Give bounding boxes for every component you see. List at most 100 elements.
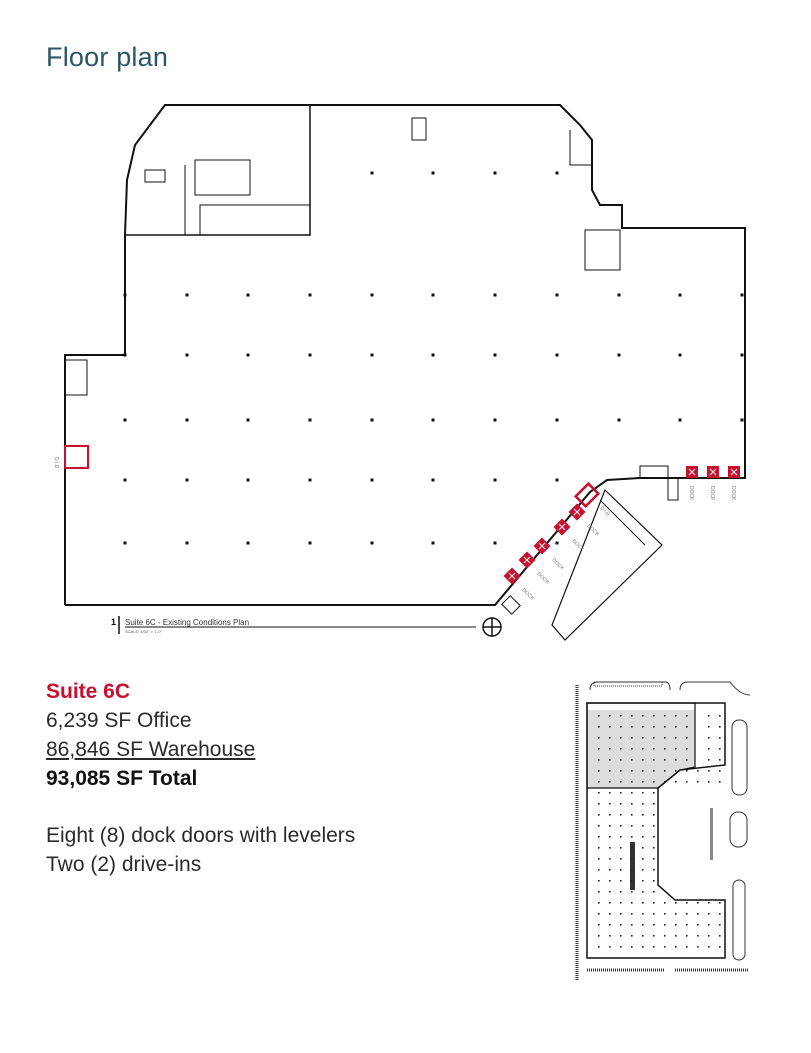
key-map-column-marker <box>631 792 633 794</box>
dock-label: DOCK <box>730 486 736 501</box>
key-map-column-marker <box>642 825 644 827</box>
column-marker <box>185 478 189 482</box>
key-map-column-marker <box>609 913 611 915</box>
key-map-column-marker <box>719 781 721 783</box>
column-marker <box>123 418 127 422</box>
key-map-column-marker <box>653 715 655 717</box>
key-map-column-marker <box>620 792 622 794</box>
key-map-column-marker <box>631 869 633 871</box>
column-marker <box>246 353 250 357</box>
key-map-column-marker <box>664 902 666 904</box>
key-map-column-marker <box>631 924 633 926</box>
key-map-column-marker <box>631 803 633 805</box>
key-map-column-marker <box>609 869 611 871</box>
key-map-column-marker <box>653 891 655 893</box>
column-marker <box>308 293 312 297</box>
key-map-column-marker <box>653 858 655 860</box>
key-map-column-marker <box>664 770 666 772</box>
key-map-column-marker <box>653 770 655 772</box>
key-map-column-marker <box>686 902 688 904</box>
key-map-column-marker <box>620 902 622 904</box>
column-marker <box>370 353 374 357</box>
column-marker <box>185 353 189 357</box>
dock-door: DOCK <box>686 466 698 501</box>
key-map-column-marker <box>708 759 710 761</box>
column-marker <box>431 293 435 297</box>
dock-door: DOCK <box>707 466 719 501</box>
key-map-column-marker <box>675 902 677 904</box>
key-map-column-marker <box>675 781 677 783</box>
key-map-column-marker <box>697 902 699 904</box>
key-map-column-marker <box>686 924 688 926</box>
key-map-column-marker <box>642 946 644 948</box>
column-marker <box>493 293 497 297</box>
key-map-column-marker <box>642 891 644 893</box>
key-map-column-marker <box>642 869 644 871</box>
key-map-column-marker <box>697 946 699 948</box>
dock-label: DOCK <box>521 587 536 602</box>
dock-label: DOCK <box>586 523 601 538</box>
key-map-column-marker <box>598 913 600 915</box>
key-map-column-marker <box>642 737 644 739</box>
key-map-column-marker <box>664 715 666 717</box>
key-map-column-marker <box>708 924 710 926</box>
key-map-column-marker <box>708 737 710 739</box>
key-map-column-marker <box>631 880 633 882</box>
column-marker <box>555 418 559 422</box>
key-map-column-marker <box>686 770 688 772</box>
column-grid <box>123 171 744 545</box>
key-map-column-marker <box>708 726 710 728</box>
key-map-column-marker <box>642 748 644 750</box>
key-map-column-marker <box>697 913 699 915</box>
key-map-column-marker <box>686 748 688 750</box>
key-map-column-marker <box>653 880 655 882</box>
page-title: Floor plan <box>46 42 169 72</box>
key-map-column-marker <box>631 935 633 937</box>
key-map-column-marker <box>609 946 611 948</box>
key-map-column-marker <box>631 770 633 772</box>
key-map-column-marker <box>642 858 644 860</box>
key-map-column-marker <box>686 759 688 761</box>
column-marker <box>431 171 435 175</box>
column-marker <box>617 418 621 422</box>
key-map-column-marker <box>642 924 644 926</box>
key-map-column-marker <box>719 726 721 728</box>
key-map-column-marker <box>620 814 622 816</box>
key-map-column-marker <box>620 847 622 849</box>
key-map-column-marker <box>653 803 655 805</box>
key-map-column-marker <box>598 792 600 794</box>
column-marker <box>740 353 744 357</box>
key-map-column-marker <box>620 759 622 761</box>
key-map-column-marker <box>598 847 600 849</box>
key-map-column-marker <box>642 847 644 849</box>
key-map-column-marker <box>631 737 633 739</box>
key-map-column-marker <box>708 913 710 915</box>
key-map-column-marker <box>631 825 633 827</box>
building-outline <box>64 104 746 641</box>
key-map-column-marker <box>664 781 666 783</box>
key-map-column-marker <box>609 814 611 816</box>
key-map-column-marker <box>686 715 688 717</box>
dock-label: DOCK <box>688 486 694 501</box>
key-map-column-marker <box>620 880 622 882</box>
plan-caption-text: Suite 6C - Existing Conditions Plan <box>125 618 249 627</box>
key-map-column-marker <box>675 924 677 926</box>
key-map-suite-highlight <box>586 702 696 789</box>
column-marker <box>740 418 744 422</box>
key-map-column-marker <box>708 902 710 904</box>
column-marker <box>555 353 559 357</box>
key-map-column-marker <box>642 792 644 794</box>
key-map-column-marker <box>598 814 600 816</box>
column-marker <box>678 353 682 357</box>
key-map-column-marker <box>642 935 644 937</box>
feature-dock-doors: Eight (8) dock doors with levelers <box>46 824 356 847</box>
key-map-column-marker <box>609 781 611 783</box>
key-map-column-marker <box>653 781 655 783</box>
key-map-column-marker <box>598 858 600 860</box>
column-marker <box>555 541 559 545</box>
key-map-column-marker <box>697 781 699 783</box>
dock-door: DOCK <box>728 466 740 501</box>
column-marker <box>308 418 312 422</box>
column-marker <box>678 418 682 422</box>
